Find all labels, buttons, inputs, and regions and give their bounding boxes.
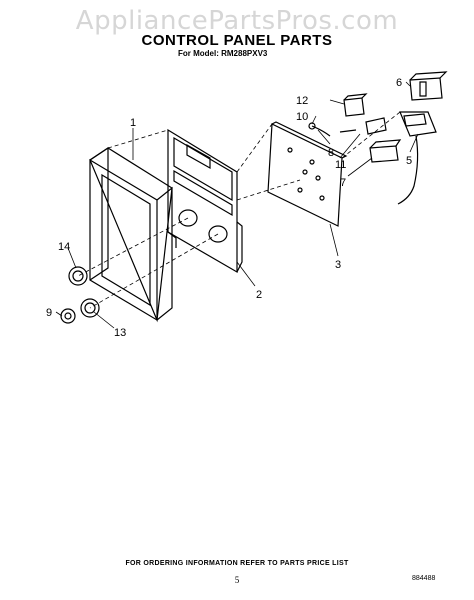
part-10-harness (308, 122, 331, 137)
callout-12: 12 (296, 95, 308, 107)
ordering-note: FOR ORDERING INFORMATION REFER TO PARTS … (125, 560, 349, 567)
page-number: 5 (234, 575, 240, 585)
part-7-module (369, 139, 402, 163)
callout-11: 11 (335, 159, 346, 171)
document-code: 884488 (412, 575, 436, 582)
callout-13: 13 (114, 327, 126, 339)
part-11-connector (339, 117, 387, 135)
part-9-knob (60, 308, 76, 324)
callout-14: 14 (58, 241, 70, 253)
model-line: For Model: RM288PXV3 (178, 49, 268, 58)
part-5-switch (397, 111, 437, 205)
callout-10: 10 (296, 111, 308, 123)
watermark: AppliancePartsPros.com (75, 6, 399, 36)
callout-6: 6 (396, 77, 402, 89)
part-6-transformer (409, 71, 448, 101)
part-frame (89, 146, 173, 323)
callout-2: 2 (256, 289, 262, 301)
callout-5: 5 (406, 155, 412, 167)
callout-7: 7 (340, 177, 346, 189)
part-control-panel (167, 128, 243, 274)
callout-8: 8 (328, 147, 334, 159)
part-14-knob (68, 266, 88, 286)
callout-3: 3 (335, 259, 341, 271)
part-12-relay (343, 93, 368, 117)
part-13-knob (80, 298, 100, 318)
part-circuit-board (267, 121, 348, 227)
page-title: CONTROL PANEL PARTS (141, 32, 333, 49)
callout-1: 1 (130, 117, 136, 129)
callout-9: 9 (46, 307, 52, 319)
